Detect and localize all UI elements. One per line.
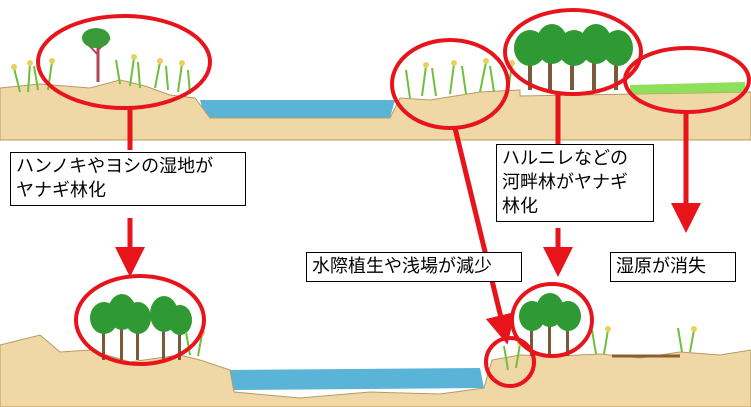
elm-forest [514, 24, 633, 90]
alder-reed-highlight [36, 14, 212, 110]
willow-grove-left [90, 294, 192, 360]
top-wetland [630, 82, 745, 94]
top-ground-left [0, 79, 751, 141]
bottom-water [230, 368, 484, 390]
willow-grove-right [519, 293, 581, 356]
alder-reed-label: ハンノキやヨシの湿地が ヤナギ林化 [10, 152, 246, 206]
reed-highlight-top [390, 38, 510, 130]
top-cross-section [0, 24, 751, 141]
arrow-waterside [452, 127, 516, 345]
bottom-reeds [185, 327, 695, 371]
wetland-loss-label: 湿原が消失 [610, 252, 736, 282]
top-water [200, 100, 395, 118]
waterside-label: 水際植生や浅場が減少 [306, 252, 522, 282]
top-reed-heads-left [11, 54, 185, 70]
alder-tree [82, 28, 111, 82]
change-arrows [115, 94, 701, 345]
top-reed-heads-right [423, 58, 515, 68]
bottom-ground [0, 334, 751, 407]
elm-forest-highlight [503, 8, 643, 96]
bottom-reed-heads [199, 326, 697, 346]
bottom-cross-section [0, 293, 751, 407]
elm-forest-label: ハルニレなどの 河畔林がヤナギ 林化 [496, 144, 654, 222]
top-reeds-left [13, 57, 191, 95]
